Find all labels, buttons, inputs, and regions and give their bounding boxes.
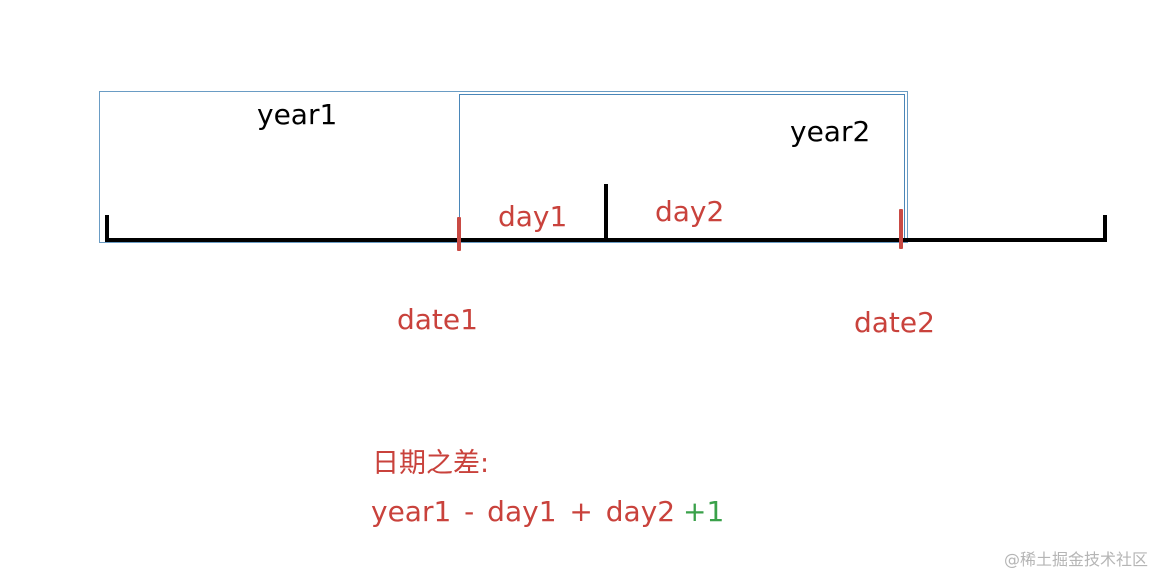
timeline-start-tick (105, 215, 109, 242)
date1-label: date1 (397, 303, 478, 336)
day1-label: day1 (498, 200, 568, 233)
year1-label: year1 (257, 98, 338, 131)
formula-plus-one: +1 (683, 495, 725, 528)
timeline-end-tick (1103, 215, 1107, 242)
watermark: @稀土掘金技术社区 (1003, 550, 1148, 569)
formula-expression: year1 - day1 + day2 (371, 495, 676, 528)
date2-label: date2 (854, 306, 935, 339)
year2-label: year2 (790, 115, 871, 148)
year-boundary-tick (604, 184, 608, 238)
formula-title: 日期之差: (372, 448, 490, 479)
day2-label: day2 (655, 195, 725, 228)
timeline-axis (105, 238, 1107, 242)
date1-marker (457, 217, 461, 251)
date2-marker (899, 209, 903, 249)
year1-span-box (99, 91, 908, 243)
